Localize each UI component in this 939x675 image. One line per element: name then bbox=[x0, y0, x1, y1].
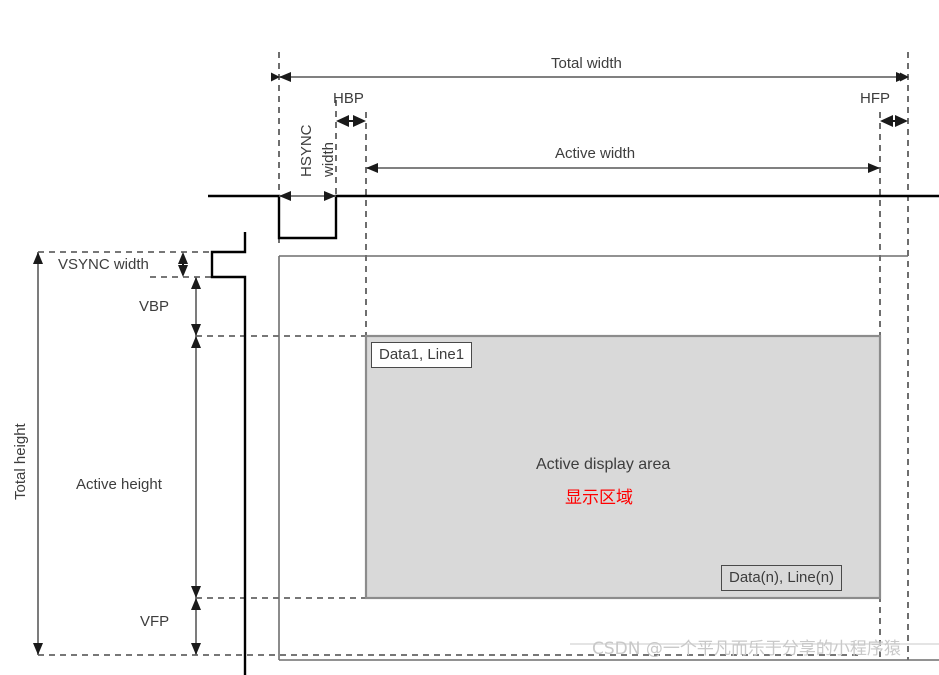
hfp-arrowheads bbox=[880, 115, 908, 127]
vbp-arrowheads bbox=[191, 277, 201, 336]
label-active-width: Active width bbox=[555, 145, 636, 162]
label-hsync-width-line2: width bbox=[320, 141, 337, 177]
label-active-display-area-en: Active display area bbox=[536, 456, 671, 473]
label-data-first: Data1, Line1 bbox=[371, 342, 473, 368]
hsync-width-arrowheads bbox=[279, 191, 336, 201]
total-height-arrowheads bbox=[33, 252, 43, 655]
active-height-arrowheads bbox=[191, 336, 201, 598]
label-active-display-area-cn: 显示区域 bbox=[565, 488, 633, 508]
frame-lines bbox=[278, 255, 939, 661]
total-width-arrowheads bbox=[279, 72, 908, 82]
label-vbp: VBP bbox=[139, 298, 170, 315]
vfp-arrowheads bbox=[191, 598, 201, 655]
label-total-height: Total height bbox=[12, 423, 29, 500]
vsync-waveform bbox=[210, 232, 247, 675]
label-data-last: Data(n), Line(n) bbox=[721, 565, 843, 591]
label-total-width: Total width bbox=[551, 55, 622, 72]
label-vsync-width: VSYNC width bbox=[58, 256, 149, 273]
hsync-waveform bbox=[208, 194, 939, 240]
hbp-arrowheads bbox=[336, 115, 366, 127]
active-display-area-rect bbox=[364, 334, 882, 600]
active-width-arrowheads bbox=[366, 163, 880, 173]
label-hsync-width-line1: HSYNC bbox=[298, 124, 315, 177]
label-hfp: HFP bbox=[860, 90, 890, 107]
vsync-width-arrowheads bbox=[178, 252, 188, 277]
label-hbp: HBP bbox=[333, 90, 364, 107]
label-active-height: Active height bbox=[76, 476, 162, 493]
watermark: CSDN @一个平凡而乐于分享的小程序猿 bbox=[592, 639, 901, 659]
label-vfp: VFP bbox=[140, 613, 170, 630]
